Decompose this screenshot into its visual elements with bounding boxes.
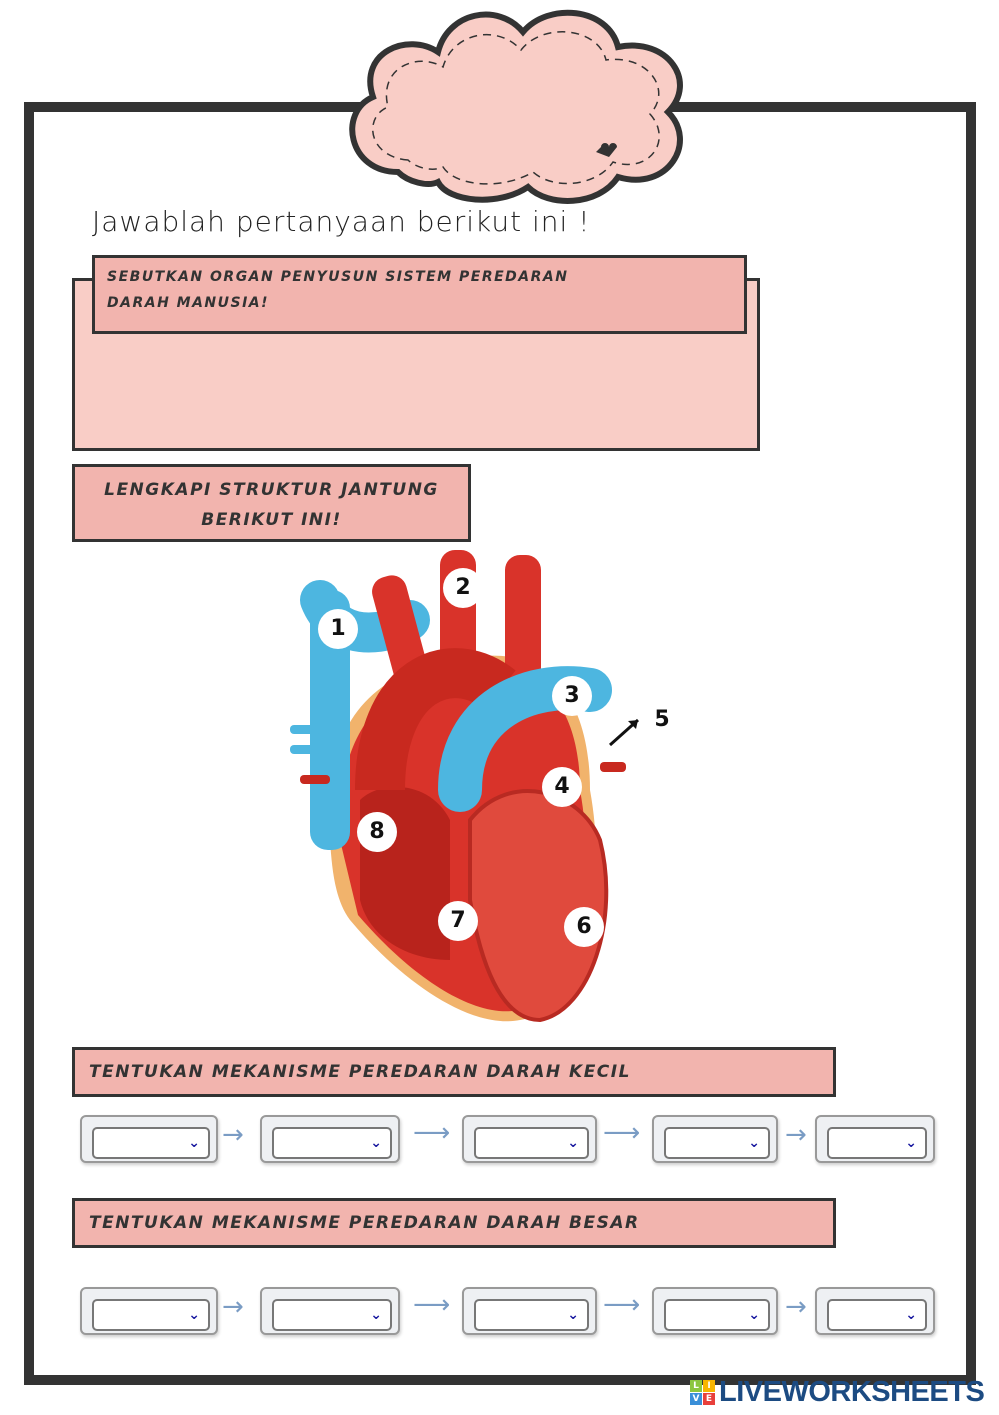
page-title: Jawablah pertanyaan berikut ini !	[92, 205, 591, 238]
small-circulation-dropdown-4[interactable]: ⌄	[652, 1115, 778, 1163]
arrow-right-icon: →	[222, 1292, 244, 1322]
heart-marker-4: 4	[542, 767, 582, 807]
arrow-right-icon: →	[785, 1292, 807, 1322]
large-circulation-dropdown-2[interactable]: ⌄	[260, 1287, 400, 1335]
chevron-down-icon: ⌄	[370, 1307, 382, 1323]
small-circulation-dropdown-5[interactable]: ⌄	[815, 1115, 935, 1163]
chevron-down-icon: ⌄	[567, 1135, 579, 1151]
question-heart-label: Lengkapi struktur jantung berikut ini!	[72, 464, 471, 542]
heart-marker-3: 3	[552, 676, 592, 716]
chevron-down-icon: ⌄	[370, 1135, 382, 1151]
chevron-down-icon: ⌄	[188, 1135, 200, 1151]
chevron-down-icon: ⌄	[905, 1307, 917, 1323]
large-circulation-dropdown-5[interactable]: ⌄	[815, 1287, 935, 1335]
large-circulation-dropdown-4[interactable]: ⌄	[652, 1287, 778, 1335]
heart-marker-1: 1	[318, 609, 358, 649]
question-organs-label: Sebutkan organ penyusun sistem peredaran…	[92, 255, 747, 334]
large-circulation-dropdown-1[interactable]: ⌄	[80, 1287, 218, 1335]
chevron-down-icon: ⌄	[748, 1135, 760, 1151]
arrow-right-icon: ⟶	[603, 1290, 641, 1320]
heart-diagram: 1 2 3 4 5 6 7 8	[280, 540, 700, 1030]
heart-marker-6: 6	[564, 907, 604, 947]
question-small-circulation-label: Tentukan mekanisme peredaran darah kecil	[72, 1047, 836, 1097]
cloud-decoration	[349, 9, 683, 204]
arrow-right-icon: ⟶	[603, 1118, 641, 1148]
logo-text: LIVEWORKSHEETS	[719, 1376, 985, 1408]
question-large-circulation-label: Tentukan mekanisme peredaran darah besar	[72, 1198, 836, 1248]
question-heart-line2: berikut ini!	[201, 510, 342, 530]
arrow-right-icon: →	[222, 1120, 244, 1150]
chevron-down-icon: ⌄	[905, 1135, 917, 1151]
question-heart-line1: Lengkapi struktur jantung	[104, 480, 439, 500]
pointer-arrow-icon	[628, 720, 638, 729]
heart-doodle-icon	[596, 143, 617, 157]
small-circulation-dropdown-3[interactable]: ⌄	[462, 1115, 597, 1163]
arrow-right-icon: ⟶	[413, 1290, 451, 1320]
heart-marker-2: 2	[443, 568, 483, 608]
logo-blocks-icon: L I V E	[690, 1380, 715, 1405]
heart-marker-5: 5	[654, 707, 670, 732]
heart-marker-7: 7	[438, 901, 478, 941]
chevron-down-icon: ⌄	[188, 1307, 200, 1323]
chevron-down-icon: ⌄	[748, 1307, 760, 1323]
chevron-down-icon: ⌄	[567, 1307, 579, 1323]
question-organs-text: Sebutkan organ penyusun sistem peredaran…	[107, 269, 569, 311]
small-circulation-dropdown-1[interactable]: ⌄	[80, 1115, 218, 1163]
arrow-right-icon: →	[785, 1120, 807, 1150]
arrow-right-icon: ⟶	[413, 1118, 451, 1148]
large-circulation-dropdown-3[interactable]: ⌄	[462, 1287, 597, 1335]
liveworksheets-logo: L I V E LIVEWORKSHEETS	[690, 1376, 985, 1409]
heart-marker-8: 8	[357, 812, 397, 852]
small-circulation-dropdown-2[interactable]: ⌄	[260, 1115, 400, 1163]
